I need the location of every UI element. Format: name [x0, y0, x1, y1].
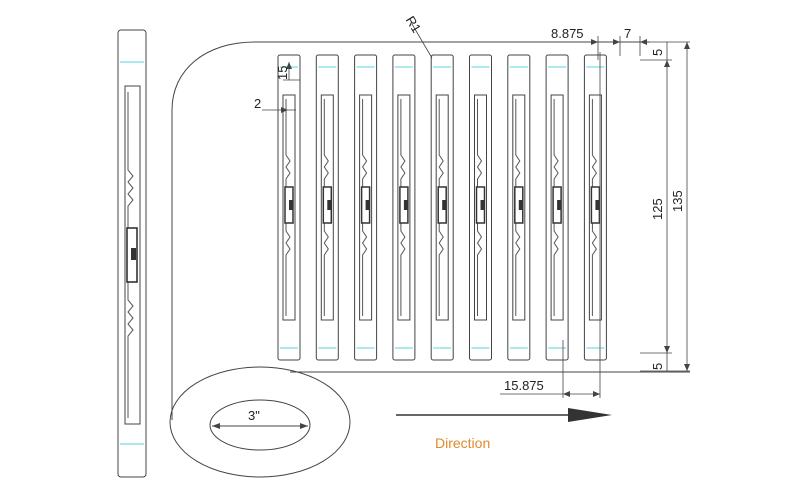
tag-3: [354, 54, 378, 361]
tag-antenna-frame: [550, 94, 564, 321]
tag-antenna-frame: [320, 94, 334, 321]
tag-chip: [557, 200, 562, 210]
tag-antenna-trace-lower: [515, 223, 521, 316]
total-arrowhead-top: [684, 42, 690, 49]
tag-antenna-trace-upper: [285, 99, 291, 187]
tag-antenna-frame: [512, 94, 526, 321]
tag-4: [392, 54, 416, 361]
tag-outline: [583, 54, 607, 361]
tag-antenna-trace-lower: [476, 223, 483, 316]
total-height-label: 135: [670, 190, 685, 212]
tag-antenna-frame: [282, 94, 296, 321]
tag-outline: [545, 54, 569, 361]
pitch-arrowhead: [591, 39, 598, 45]
tag-7: [507, 54, 531, 361]
tag-chip: [289, 200, 293, 210]
repeat-arrowhead-left: [563, 391, 570, 397]
tag-antenna-trace-upper: [515, 99, 521, 187]
tag-antenna-trace-lower: [553, 223, 559, 316]
tag-antenna-trace-lower: [361, 223, 368, 316]
tag-chip: [518, 200, 523, 210]
tag-antenna-trace-upper: [476, 99, 483, 187]
inlay-height-label: 125: [650, 198, 665, 220]
tag-outline: [392, 54, 416, 361]
label-roll: 3": [169, 41, 690, 478]
tag-outline: [469, 54, 492, 361]
tag-1: [277, 54, 301, 361]
core-dim-arrow-left: [212, 423, 220, 429]
pitch-label: 8.875: [551, 26, 584, 41]
tag-antenna-trace-lower: [323, 223, 329, 316]
tag-antenna-trace-upper: [323, 99, 329, 187]
direction-arrow-head: [568, 408, 612, 422]
tag-chip: [327, 200, 332, 210]
tag-antenna-trace-lower: [438, 223, 444, 316]
total-arrowhead-bottom: [684, 364, 690, 371]
core-dim-arrow-right: [300, 423, 308, 429]
dimension-arrowheads: [281, 39, 690, 397]
tag-antenna-frame: [588, 94, 602, 321]
tag-strip: [277, 54, 607, 361]
tag-antenna-trace-lower: [285, 223, 291, 316]
tag-antenna-trace-lower: [591, 223, 598, 316]
tag-antenna-trace-upper: [361, 99, 368, 187]
tag-chip: [365, 200, 370, 210]
tag-6: [469, 54, 492, 361]
single-tag-chip-loop: [126, 227, 138, 283]
tag-chip: [480, 200, 485, 210]
direction-label: Direction: [435, 435, 490, 451]
tag-width-arrowhead-right: [640, 39, 647, 45]
tag-antenna-trace-upper: [553, 99, 559, 187]
slot-width-label: 2: [254, 96, 261, 111]
top-margin-label: 5: [650, 49, 665, 56]
single-tag-antenna-frame: [124, 85, 141, 425]
single-tag-chip: [131, 248, 136, 260]
single-tag-antenna-trace-upper: [127, 92, 134, 228]
bottom-margin-label: 5: [650, 363, 665, 370]
tag-outline: [354, 54, 378, 361]
slot-height-arrowhead: [286, 62, 292, 69]
tag-5: [430, 54, 454, 361]
tag-width-arrowhead-left: [613, 39, 620, 45]
dimensions: [262, 23, 690, 398]
tag-antenna-frame: [474, 94, 487, 321]
inlay-arrowhead-bottom: [664, 346, 670, 353]
tag-antenna-trace-upper: [591, 99, 598, 187]
roll-core: [209, 399, 311, 451]
single-tag-view: [117, 29, 147, 478]
single-tag-outline: [117, 29, 147, 478]
slot-width-arrowhead: [281, 107, 288, 113]
tag-8: [545, 54, 569, 361]
repeat-arrowhead-right: [593, 391, 600, 397]
direction-indicator: Direction: [396, 408, 612, 451]
slot-height-label: 15: [275, 66, 290, 80]
tag-outline: [430, 54, 454, 361]
tag-antenna-frame: [397, 94, 411, 321]
tag-antenna-frame: [359, 94, 373, 321]
roll-outer: [169, 366, 351, 478]
radius-leader-line: [411, 23, 433, 59]
inlay-arrowhead-top: [664, 60, 670, 67]
tag-9: [583, 54, 607, 361]
single-tag-antenna-trace-lower: [127, 282, 134, 418]
tag-chip: [442, 200, 447, 210]
tag-outline: [277, 54, 301, 361]
repeat-pitch-label: 15.875: [504, 378, 544, 393]
tag-2: [315, 54, 339, 361]
roll-curved-edge: [171, 41, 650, 420]
tag-antenna-trace-upper: [400, 99, 406, 187]
tag-chip: [595, 200, 600, 210]
tag-outline: [507, 54, 531, 361]
tag-chip: [403, 200, 408, 210]
tag-antenna-frame: [435, 94, 449, 321]
tag-outline: [315, 54, 339, 361]
core-diameter-label: 3": [248, 408, 260, 423]
tag-antenna-trace-lower: [400, 223, 406, 316]
radius-label: R1: [403, 13, 425, 35]
tag-antenna-trace-upper: [438, 99, 444, 187]
tag-width-label: 7: [624, 26, 631, 41]
